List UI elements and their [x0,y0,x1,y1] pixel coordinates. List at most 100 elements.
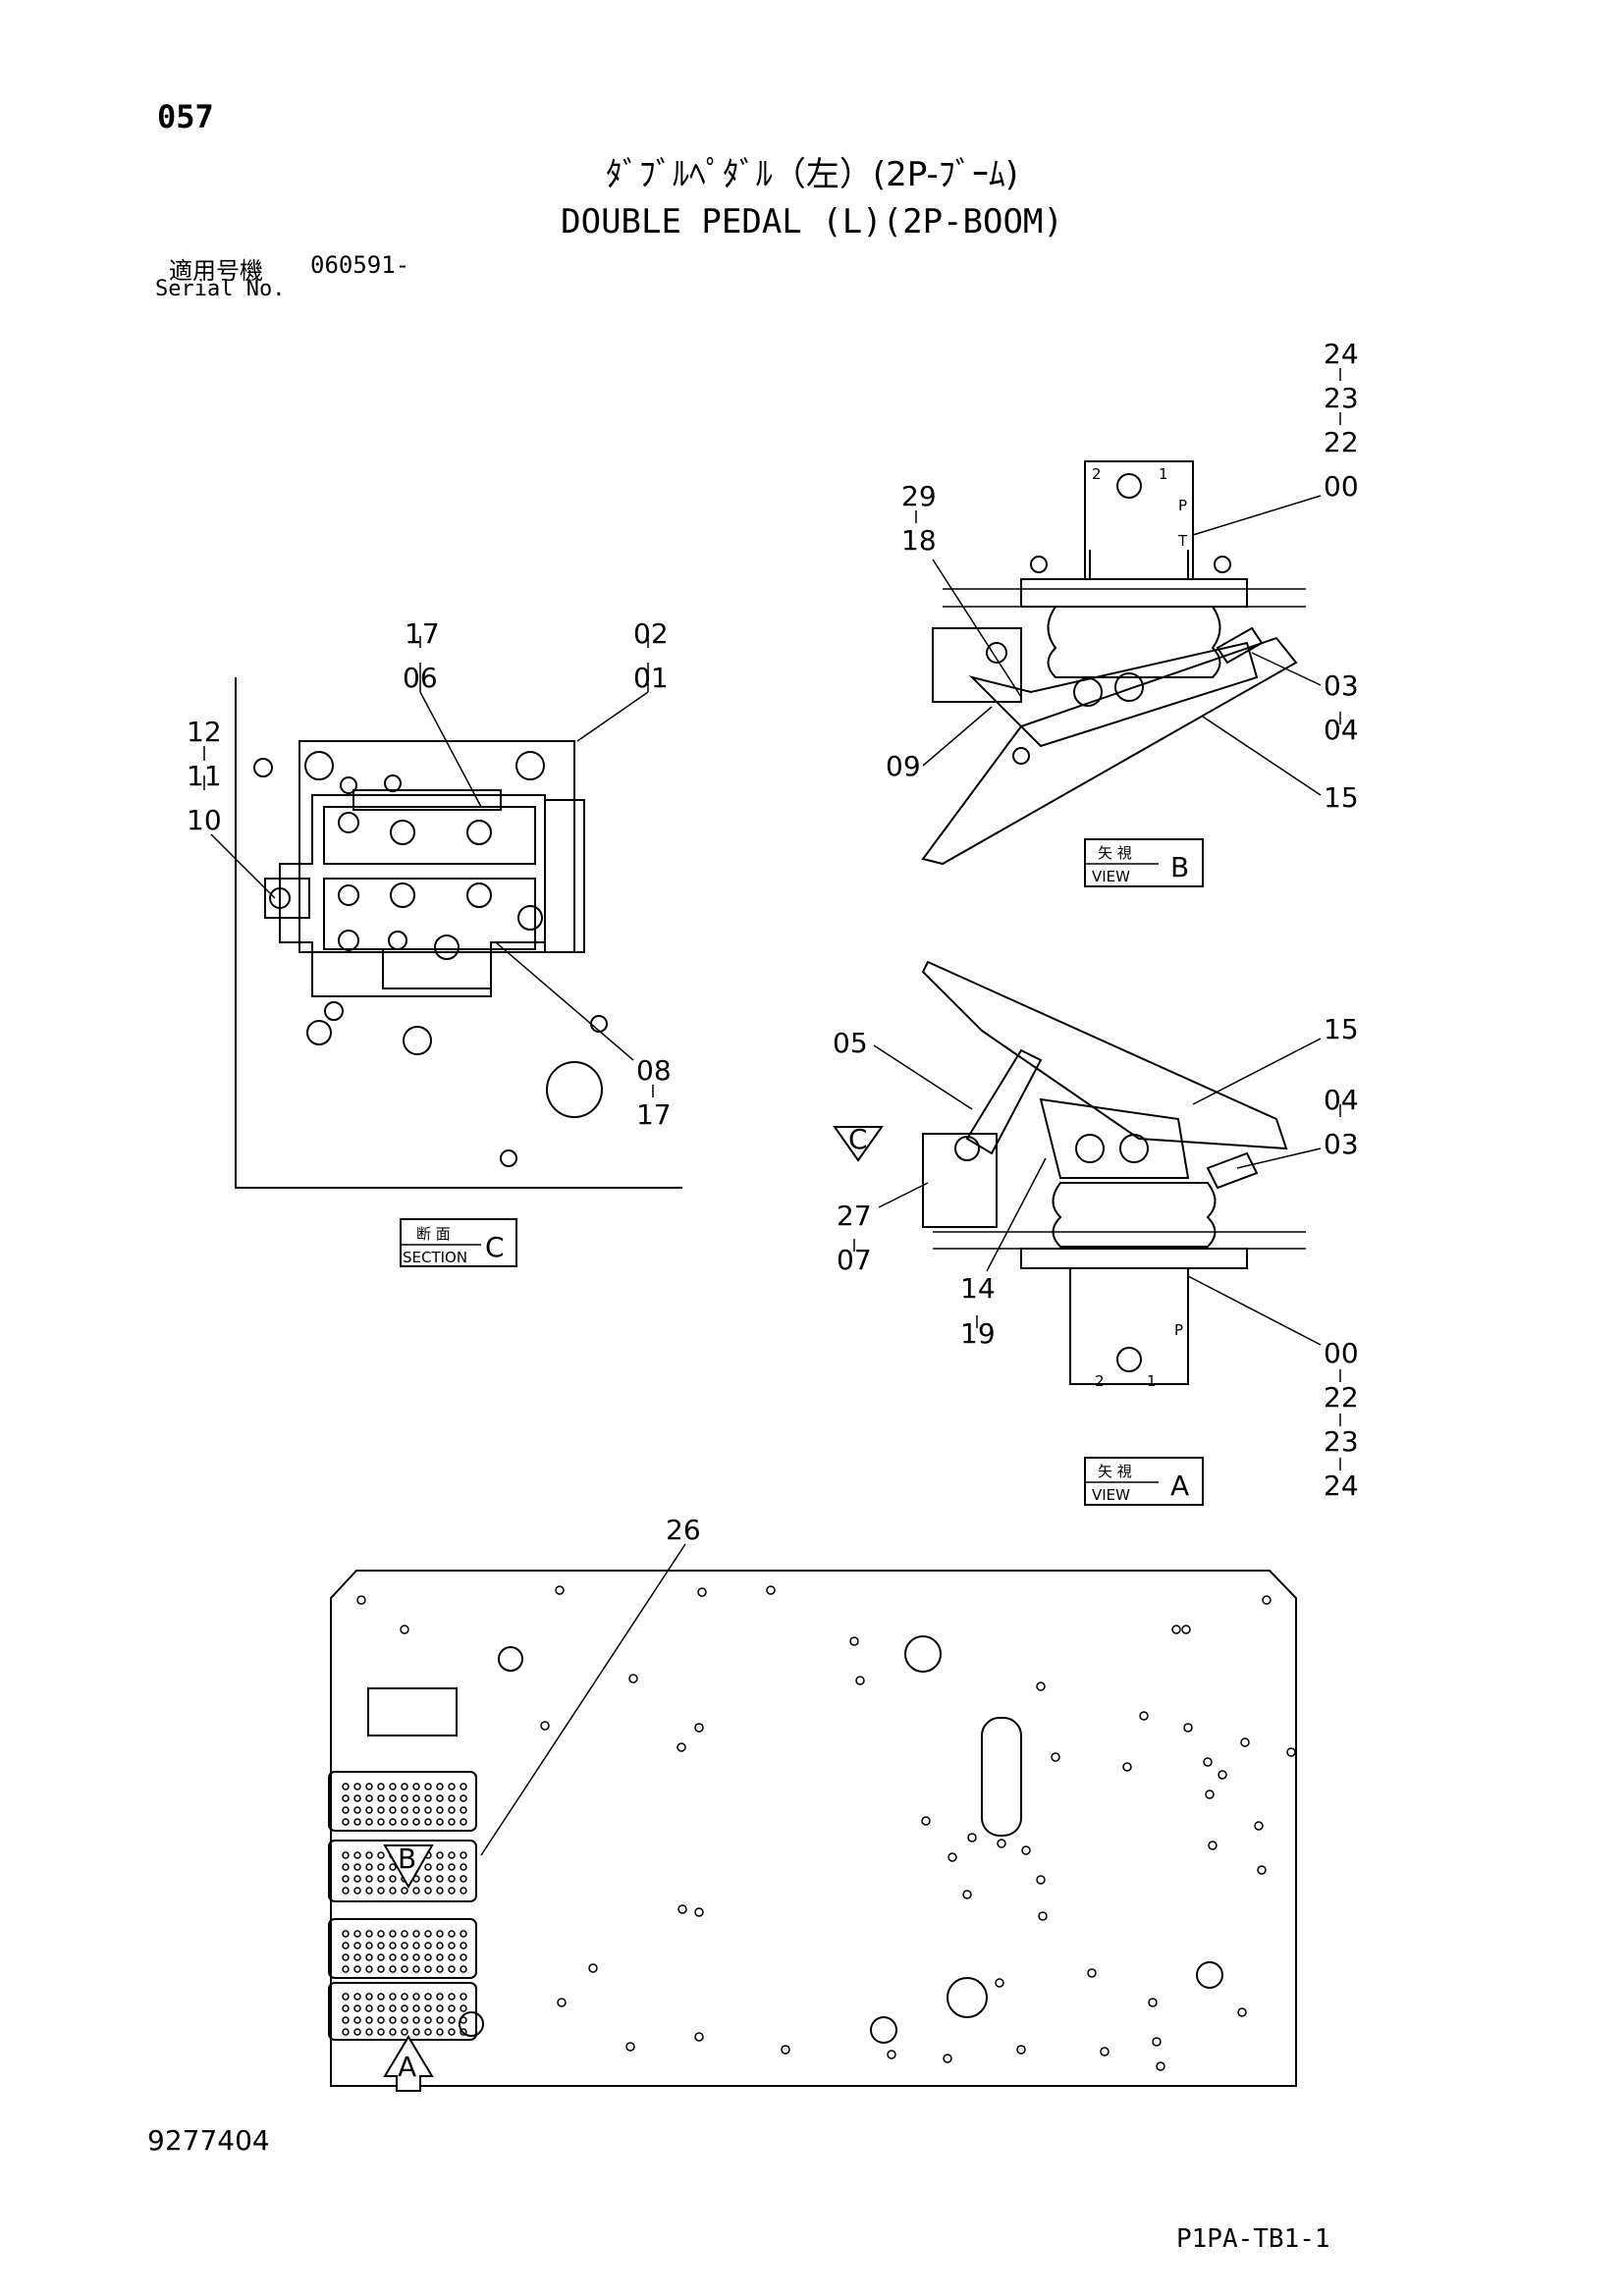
plate-hole [1100,2047,1110,2056]
pad-dot [389,1887,397,1895]
pad-dot [401,1783,408,1790]
port-mark: P [1178,497,1187,514]
pad-dot [436,2028,444,2036]
floor-plate: B A 26 [328,1514,1297,2092]
pad-dot [342,1875,350,1883]
bolt-head [1073,677,1103,707]
leader-line-08-17 [495,941,634,1061]
section-c-tag: 断 面 SECTION C [400,1218,517,1267]
leader-line-14-19 [986,1157,1047,1272]
pad-dot [448,2016,456,2024]
pad-dot [448,1942,456,1949]
plate-hole [1171,1625,1181,1634]
pad-dot [448,1818,456,1826]
pad-dot [389,1863,397,1871]
section-c-frame [235,677,682,1189]
pad-dot [377,2004,385,2012]
pad-dot [342,1806,350,1814]
plate-hole [1051,1752,1060,1762]
plate-hole [995,1978,1004,1988]
plate-hole [1218,1770,1227,1780]
plate-hole [1286,1747,1296,1757]
plate-hole [962,1890,972,1899]
plate-hole [1181,1625,1191,1634]
pad-dot [377,1863,385,1871]
pad-dot [377,1965,385,1973]
arrow-letter: A [398,2051,416,2083]
plate-hole [1240,1737,1250,1747]
pad-dot [424,1887,432,1895]
pad-dot [377,1887,385,1895]
valve-stub [382,948,492,989]
pad-dot [389,1806,397,1814]
port-mark: P [1174,1321,1183,1339]
title-english: DOUBLE PEDAL (L)(2P-BOOM) [561,202,1063,241]
pad-dot [412,1818,420,1826]
part-label: 08 [636,1054,672,1087]
pad-dot [342,2028,350,2036]
view-b-tag: 矢 視 VIEW B [1084,838,1204,887]
pad-dot [424,1863,432,1871]
pad-dot [342,1887,350,1895]
pad-dot [448,1930,456,1938]
pad-dot [365,2004,373,2012]
pivot-pin [954,1136,980,1161]
pad-dot [460,1806,467,1814]
part-label: 17 [405,617,440,650]
pad-dot [448,1875,456,1883]
part-label: 23 [1324,1425,1359,1458]
pad-dot [436,2004,444,2012]
pad-dot [412,1794,420,1802]
section-letter: C [485,1231,505,1263]
leader-line-05 [873,1044,973,1110]
pad-dot [353,1965,361,1973]
pad-dot [460,1965,467,1973]
pad-dot [377,1875,385,1883]
pad-dot [389,1965,397,1973]
mount-plate [1020,1248,1248,1269]
pad-dot [448,1965,456,1973]
plate-hole [694,1723,704,1733]
pad-dot [401,2028,408,2036]
pad-dot [412,1953,420,1961]
pad-dot [424,1818,432,1826]
leader-line-03-04 [1251,652,1322,686]
pad-dot [353,1851,361,1859]
pad-dot [412,2004,420,2012]
leader-line-12-10 [210,833,276,899]
top-cover [352,789,502,811]
pad-dot [436,1930,444,1938]
pedal-pad [328,1771,477,1832]
side-rod [544,799,585,953]
pad-dot [353,1783,361,1790]
view-a-tag: 矢 視 VIEW A [1084,1457,1204,1506]
plate-hole [1152,2037,1162,2047]
pad-dot [448,1794,456,1802]
bolt-head [466,882,492,908]
pad-dot [448,1863,456,1871]
pad-dot [353,1806,361,1814]
pad-dot [436,1806,444,1814]
pad-dot [401,1806,408,1814]
pad-dot [436,1863,444,1871]
pad-dot [448,1783,456,1790]
pad-dot [401,1993,408,2001]
pad-dot [436,1993,444,2001]
pad-dot [342,1783,350,1790]
part-label: 07 [837,1244,872,1276]
pad-dot [401,1794,408,1802]
large-hole [546,1061,603,1118]
bolt-head [390,882,415,908]
pad-dot [412,1993,420,2001]
plate-hole [1122,1762,1132,1772]
part-label: 14 [960,1272,996,1305]
plate-hole [677,1742,686,1752]
part-label: 24 [1324,338,1359,370]
leader-line-15 [1202,716,1322,796]
pad-dot [460,1887,467,1895]
plate-hole [921,1816,931,1826]
plate-cutout [367,1687,458,1736]
nut [1030,556,1048,573]
pad-dot [401,1953,408,1961]
pad-dot [412,2028,420,2036]
